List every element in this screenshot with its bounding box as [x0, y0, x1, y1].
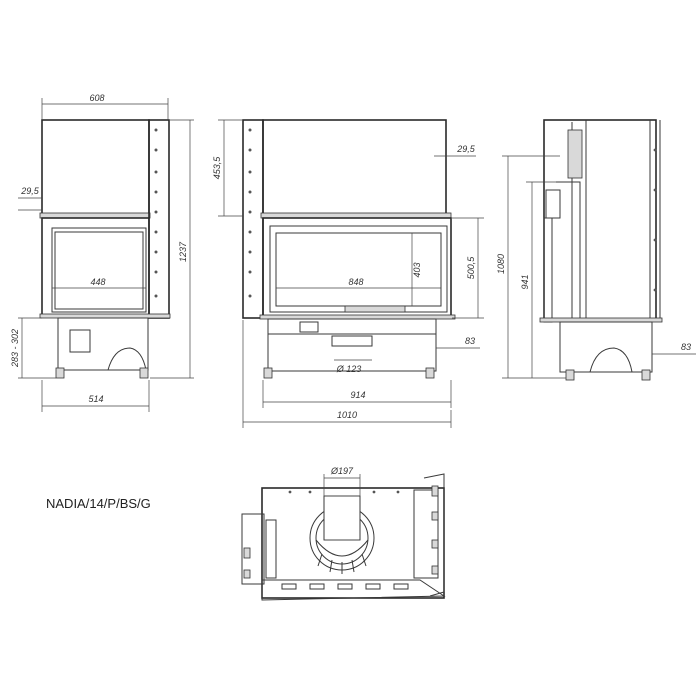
dim-side-height: 1080 — [496, 254, 506, 274]
dim-front-inner-width: 914 — [350, 390, 365, 400]
left-view: 608 29,5 1237 283 - 302 514 448 — [10, 93, 194, 412]
dim-front-glass-width: 848 — [348, 277, 363, 287]
dim-left-offset: 29,5 — [20, 186, 40, 196]
dim-front-pipe: Ø 123 — [336, 364, 362, 374]
dim-front-offset: 29,5 — [456, 144, 476, 154]
left-side-column — [148, 119, 170, 319]
dim-left-glass-width: 448 — [90, 277, 105, 287]
front-top-box — [262, 119, 447, 217]
dim-front-foot: 83 — [465, 336, 475, 346]
dim-front-total-width: 1010 — [337, 410, 357, 420]
front-view: 453,5 29,5 848 403 500,5 83 Ø 123 914 10… — [212, 119, 484, 428]
dim-side-mid-height: 941 — [520, 274, 530, 289]
side-view: 1080 941 83 — [496, 119, 696, 381]
dim-top-pipe: Ø197 — [330, 466, 354, 476]
front-side-column — [242, 119, 264, 319]
dim-left-height: 1237 — [178, 241, 188, 262]
model-label: NADIA/14/P/BS/G — [46, 496, 151, 511]
dim-front-opening-height: 500,5 — [466, 256, 476, 280]
top-view: Ø197 — [241, 466, 446, 601]
dim-left-range: 283 - 302 — [10, 329, 20, 368]
dim-front-glass-height: 403 — [412, 262, 422, 277]
dim-left-width-top: 608 — [89, 93, 104, 103]
left-top-box — [41, 119, 150, 217]
left-firebox — [41, 217, 150, 317]
dim-front-top-height: 453,5 — [212, 156, 222, 180]
dim-left-width-bottom: 514 — [88, 394, 103, 404]
side-body — [543, 119, 657, 321]
dim-side-foot: 83 — [681, 342, 691, 352]
